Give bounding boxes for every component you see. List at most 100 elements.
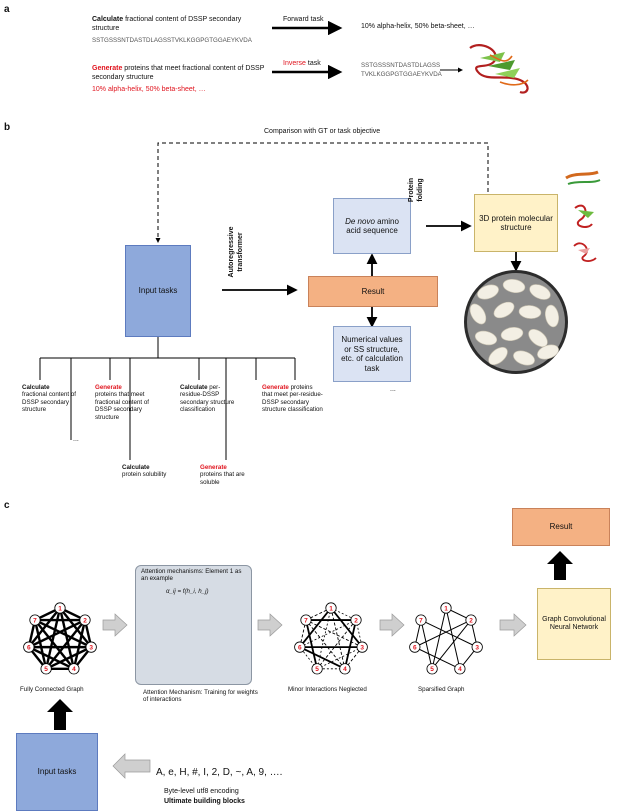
panel-c-letter: c bbox=[4, 500, 10, 511]
graph-node-label: 4 bbox=[343, 666, 347, 673]
folding-label: Protein folding bbox=[408, 177, 424, 203]
task-keyword: Generate bbox=[262, 384, 289, 391]
task-keyword: Calculate bbox=[22, 384, 50, 391]
result-box-c: Result bbox=[512, 508, 610, 546]
input-tasks-box: Input tasks bbox=[125, 245, 191, 337]
graph-edge bbox=[58, 607, 76, 670]
input-tasks-box-c: Input tasks bbox=[16, 733, 98, 811]
forward-result: 10% alpha-helix, 50% beta-sheet, … bbox=[361, 23, 475, 30]
graph-edge bbox=[28, 646, 75, 670]
graph-node-label: 1 bbox=[58, 605, 62, 612]
gcn-label: Graph Convolutional Neural Network bbox=[542, 615, 606, 632]
task-text: protein solubility bbox=[122, 471, 167, 479]
protein-structure-icon bbox=[469, 44, 529, 94]
graph-edge bbox=[305, 619, 318, 670]
tasks-ellipsis: ... bbox=[73, 436, 79, 443]
building-blocks-label: Ultimate building blocks bbox=[164, 798, 245, 805]
graph-node-label: 6 bbox=[413, 644, 417, 651]
graph-node-label: 2 bbox=[354, 617, 358, 624]
gray-arrow-1 bbox=[102, 613, 128, 637]
graph-node bbox=[356, 641, 368, 653]
inverse-task-description: Generate proteins that meet fractional c… bbox=[92, 65, 272, 82]
graph-edge bbox=[34, 618, 92, 649]
graph-node bbox=[79, 614, 91, 626]
graph-edge bbox=[344, 619, 357, 670]
panel-a-letter: a bbox=[4, 4, 10, 15]
black-up-arrow-2 bbox=[547, 551, 573, 580]
graph-node-label: 1 bbox=[329, 605, 333, 612]
graph-edge bbox=[45, 619, 86, 670]
graph-edge bbox=[316, 619, 357, 670]
graph-node bbox=[415, 614, 427, 626]
graph-node-label: 5 bbox=[44, 666, 48, 673]
graph-node-label: 1 bbox=[444, 605, 448, 612]
graph-edge bbox=[34, 619, 75, 670]
sparsified-graph: 1 2 3 4 5 6 7 bbox=[409, 602, 483, 675]
graph-edge bbox=[299, 607, 332, 648]
graph-node bbox=[23, 641, 35, 653]
gcn-box: Graph Convolutional Neural Network bbox=[537, 588, 611, 660]
graph-node-label: 5 bbox=[430, 666, 434, 673]
gray-arrow-2 bbox=[257, 613, 283, 637]
gray-arrow-tokens bbox=[112, 753, 151, 779]
task-keyword: Generate bbox=[95, 384, 122, 391]
graph-node-label: 3 bbox=[475, 644, 479, 651]
task-text: per-residue-DSSP secondary structure cla… bbox=[180, 384, 235, 414]
capsule bbox=[500, 327, 524, 341]
graph-edge bbox=[414, 619, 472, 648]
result-box: Result bbox=[308, 276, 438, 307]
attention-panel bbox=[135, 565, 252, 685]
task-text: proteins that meet fractional content of… bbox=[95, 391, 150, 421]
graph-node bbox=[409, 641, 421, 653]
fully-connected-label: Fully Connected Graph bbox=[20, 686, 84, 693]
task-keyword: Calculate bbox=[180, 384, 208, 391]
graph-edge bbox=[27, 607, 61, 648]
capsule bbox=[545, 304, 559, 328]
graph-node-label: 7 bbox=[419, 617, 423, 624]
capsule bbox=[513, 350, 535, 366]
input-tasks-label-c: Input tasks bbox=[37, 767, 77, 777]
graph-node bbox=[300, 614, 312, 626]
result-label-c: Result bbox=[549, 522, 573, 532]
inverse-task-suffix: task bbox=[305, 60, 321, 67]
capsule bbox=[488, 347, 508, 365]
structure-label: 3D protein molecular structure bbox=[479, 213, 553, 233]
small-structures-icon bbox=[565, 170, 601, 262]
sparsified-label: Sparsified Graph bbox=[418, 686, 465, 693]
graph-node bbox=[440, 602, 452, 614]
graph-edge bbox=[72, 619, 87, 670]
graph-node-label: 2 bbox=[469, 617, 473, 624]
capsule bbox=[529, 284, 551, 300]
inverse-keyword: Inverse bbox=[283, 60, 306, 67]
graph-node bbox=[311, 663, 323, 675]
graph-edge bbox=[59, 607, 93, 648]
graph-node-label: 4 bbox=[458, 666, 462, 673]
graph-node bbox=[426, 663, 438, 675]
task-keyword: Calculate bbox=[122, 464, 150, 471]
graph-edge bbox=[431, 607, 447, 669]
task-gen-per-residue: Generate proteins that meet per-residue-… bbox=[262, 384, 324, 414]
capsule bbox=[477, 284, 499, 300]
encoding-label: Byte-level utf8 encoding bbox=[164, 788, 239, 795]
task-calc-per-residue: Calculate per-residue-DSSP secondary str… bbox=[180, 384, 242, 414]
capsules-image bbox=[464, 270, 568, 374]
graph-node-label: 3 bbox=[89, 644, 93, 651]
attention-title: Attention mechanisms: Element 1 as an ex… bbox=[141, 568, 242, 583]
numerical-label: Numerical values or SS structure, etc. o… bbox=[341, 335, 403, 373]
graph-edge bbox=[33, 619, 48, 670]
capsule bbox=[493, 301, 515, 319]
graph-edge bbox=[431, 619, 472, 670]
token-sequence: A, e, H, #, I, 2, D, ~, A, 9, …. bbox=[156, 767, 283, 778]
panel-b-letter: b bbox=[4, 122, 11, 133]
graph-edge bbox=[330, 607, 346, 669]
graph-node bbox=[85, 641, 97, 653]
graph-node bbox=[471, 641, 483, 653]
graph-node-label: 7 bbox=[33, 617, 37, 624]
graph-edge bbox=[305, 619, 346, 670]
graph-node-label: 4 bbox=[72, 666, 76, 673]
inverse-sequence-line2: TVKLKGGPGTGGAEYKVDA bbox=[361, 71, 442, 78]
calculate-keyword: Calculate bbox=[92, 16, 124, 23]
forward-task-text: fractional content of DSSP secondary str… bbox=[92, 16, 242, 32]
